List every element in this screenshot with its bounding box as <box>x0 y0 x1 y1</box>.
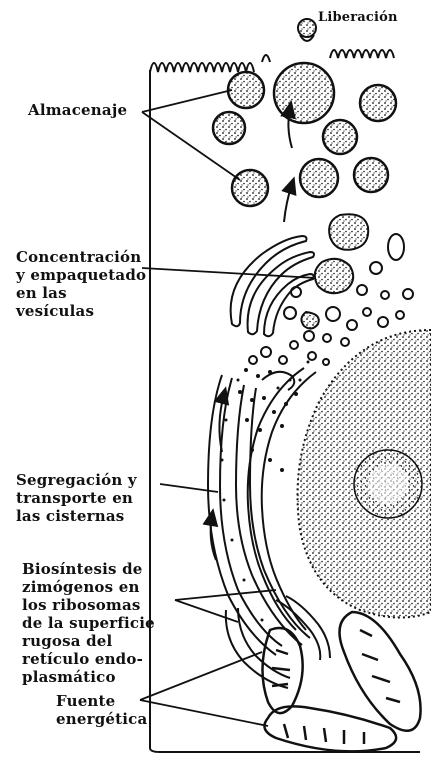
label-concentracion-line: Concentración <box>16 248 146 266</box>
label-biosintesis-line: de la superficie <box>22 614 155 632</box>
label-biosintesis-line: los ribosomas <box>22 596 155 614</box>
released-granule <box>298 19 316 37</box>
label-biosintesis-line: plasmático <box>22 668 155 686</box>
mitochondria <box>262 612 420 751</box>
label-fuente: Fuente energética <box>56 692 147 728</box>
label-segregacion-line: Segregación y <box>16 471 137 489</box>
condensing-vacuoles <box>301 214 368 328</box>
microvilli <box>150 50 394 72</box>
label-concentracion-line: en las <box>16 284 146 302</box>
label-biosintesis-line: retículo endo- <box>22 650 155 668</box>
label-concentracion-line: y empaquetado <box>16 266 146 284</box>
label-almacenaje: Almacenaje <box>28 101 127 119</box>
label-liberacion: Liberación <box>318 9 398 27</box>
nucleus <box>298 330 431 618</box>
label-biosintesis-line: zimógenos en <box>22 578 155 596</box>
zymogen-granules <box>213 63 396 206</box>
label-fuente-line: Fuente <box>56 692 147 710</box>
label-biosintesis: Biosíntesis de zimógenos en los ribosoma… <box>22 560 155 686</box>
label-concentracion: Concentración y empaquetado en las vesíc… <box>16 248 146 320</box>
label-biosintesis-line: Biosíntesis de <box>22 560 155 578</box>
label-segregacion-line: transporte en <box>16 489 137 507</box>
label-segregacion-line: las cisternas <box>16 507 137 525</box>
label-biosintesis-line: rugosa del <box>22 632 155 650</box>
label-segregacion: Segregación y transporte en las cisterna… <box>16 471 137 525</box>
label-concentracion-line: vesículas <box>16 302 146 320</box>
label-fuente-line: energética <box>56 710 147 728</box>
